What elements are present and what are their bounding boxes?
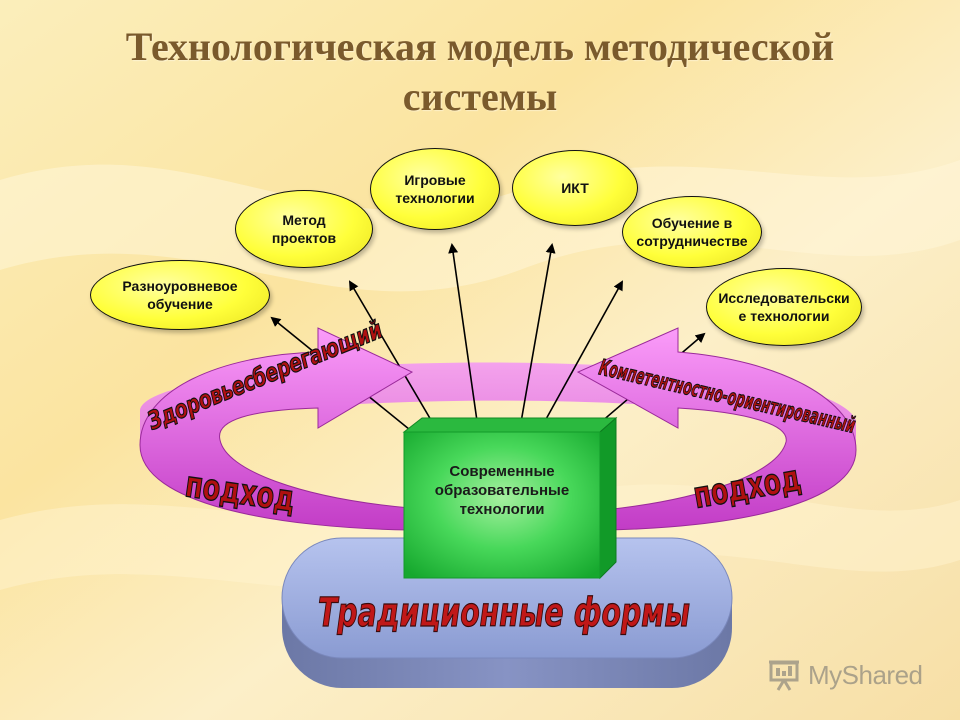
bubble-label: Разноуровневое обучение <box>122 278 238 312</box>
ribbon-left <box>139 327 414 531</box>
bubble-label: Исследовательски е технологии <box>718 290 850 324</box>
bubble-label: ИКТ <box>561 180 589 196</box>
center-box-side <box>599 416 617 580</box>
presentation-icon <box>769 660 799 691</box>
arrow-to-metod-proektov <box>348 280 439 433</box>
arrow-to-sotrudnichestvo <box>539 280 623 431</box>
bubble-issledovatelskie-tekhnologii: Исследовательски е технологии <box>706 268 862 346</box>
bubble-label: Обучение в сотрудничестве <box>636 215 748 249</box>
bubble-igrovye-tekhnologii: Игровые технологии <box>370 148 500 230</box>
bubble-label: Игровые технологии <box>395 172 475 206</box>
base-platform <box>281 537 733 688</box>
ribbon-right <box>576 327 857 531</box>
center-box-label: Современные образовательные технологии <box>434 463 570 518</box>
bubble-obuchenie-v-sotrudnichestve: Обучение в сотрудничестве <box>622 196 762 268</box>
bubble-metod-proektov: Метод проектов <box>235 190 373 268</box>
center-box-front <box>403 431 601 579</box>
bubble-label: Метод проектов <box>271 212 337 246</box>
bubble-ikt: ИКТ <box>512 150 638 226</box>
watermark-text: MyShared <box>808 660 923 690</box>
base-label-text: Традиционные формы <box>318 590 690 636</box>
center-box-top <box>402 417 618 433</box>
background-wave <box>0 160 960 292</box>
bubble-raznourovnevoe-obuchenie: Разноуровневое обучение <box>90 260 270 330</box>
center-box <box>402 416 618 580</box>
watermark-logo: MyShared <box>768 656 928 696</box>
page-title: Технологическая модель методической сист… <box>125 24 835 119</box>
arrow-to-ikt <box>519 243 556 429</box>
arrow-to-igrovye <box>448 243 479 429</box>
